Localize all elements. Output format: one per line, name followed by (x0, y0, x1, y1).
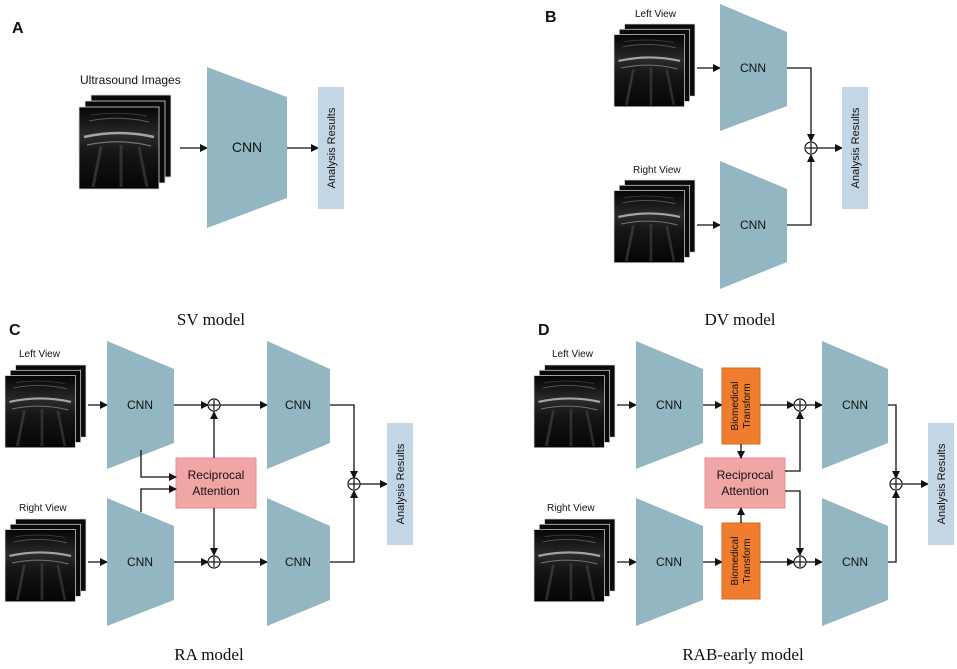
left-view-label: Left View (19, 349, 61, 360)
cnn-label: CNN (232, 139, 262, 155)
panel-c-caption: RA model (174, 645, 244, 664)
cnn-block-1 (107, 341, 174, 469)
panel-d-letter: D (538, 322, 550, 339)
left-view-label: Left View (635, 9, 677, 20)
panel-d: D Left View CNN Biomedical Transform CNN… (534, 322, 954, 664)
cnn-block-2 (636, 498, 703, 626)
panel-a: A Ultrasound Images CNN Analysis Results… (12, 20, 344, 329)
input-label: Ultrasound Images (80, 73, 181, 87)
left-ultrasound-stack (534, 365, 615, 448)
panel-c: C Left View CNN CNN Right View CNN CNN R… (5, 322, 413, 664)
cnn-block-top (720, 4, 787, 131)
cnn-2-label: CNN (656, 555, 682, 569)
connector-bottom (787, 154, 815, 226)
analysis-results-label: Analysis Results (850, 107, 862, 188)
panel-b-caption: DV model (705, 310, 776, 329)
bio-bottom-line1: Biomedical (730, 537, 741, 586)
cnn-3-label: CNN (842, 398, 868, 412)
right-ultrasound-stack (614, 180, 695, 263)
cnn-4-label: CNN (842, 555, 868, 569)
right-ultrasound-stack (534, 519, 615, 602)
bio-bottom-line2: Transform (742, 538, 753, 583)
ultrasound-image-stack (79, 95, 171, 189)
connector (330, 404, 358, 479)
left-view-label: Left View (552, 349, 594, 360)
cnn-bottom-label: CNN (740, 218, 766, 232)
add-node-merge (889, 477, 903, 491)
cnn-block-1 (636, 341, 703, 469)
add-node-merge (347, 477, 361, 491)
connector (140, 485, 177, 512)
attention-label-line2: Attention (721, 484, 768, 498)
right-view-label: Right View (19, 503, 67, 514)
cnn-4-label: CNN (285, 555, 311, 569)
connector (888, 404, 900, 479)
analysis-results-label: Analysis Results (936, 443, 948, 524)
panel-a-letter: A (12, 20, 24, 37)
cnn-block-bottom (720, 161, 787, 289)
add-node-bottom (207, 555, 221, 569)
attention-label-line1: Reciprocal (717, 468, 774, 482)
connector-top (787, 67, 815, 142)
cnn-1-label: CNN (656, 398, 682, 412)
add-node (804, 141, 818, 155)
add-node-top (207, 398, 221, 412)
cnn-block-3 (267, 341, 330, 469)
bio-top-line1: Biomedical (730, 382, 741, 431)
connector (785, 411, 804, 472)
analysis-results-label: Analysis Results (326, 107, 338, 188)
add-node-top (793, 398, 807, 412)
biomedical-transform-box-top (721, 367, 761, 445)
cnn-block-3 (822, 341, 888, 469)
connector (330, 490, 358, 563)
attention-label-line2: Attention (192, 484, 239, 498)
right-ultrasound-stack (5, 519, 86, 602)
cnn-2-label: CNN (127, 555, 153, 569)
panel-a-caption: SV model (177, 310, 245, 329)
panel-c-letter: C (9, 322, 21, 339)
left-ultrasound-stack (614, 24, 695, 107)
panel-b-letter: B (545, 9, 557, 26)
cnn-1-label: CNN (127, 398, 153, 412)
analysis-results-box (387, 423, 413, 545)
panel-d-caption: RAB-early model (682, 645, 804, 664)
cnn-top-label: CNN (740, 61, 766, 75)
attention-label-line1: Reciprocal (188, 468, 245, 482)
cnn-block-4 (267, 498, 330, 626)
right-view-label: Right View (547, 503, 595, 514)
reciprocal-attention-box (704, 457, 786, 509)
cnn-3-label: CNN (285, 398, 311, 412)
cnn-block-2 (107, 498, 174, 626)
reciprocal-attention-box (175, 457, 257, 509)
panel-b: B Left View CNN Right View CNN Analysis … (545, 4, 868, 329)
analysis-results-box (928, 423, 954, 545)
right-view-label: Right View (633, 165, 681, 176)
add-node-bottom (793, 555, 807, 569)
cnn-block-4 (822, 498, 888, 626)
biomedical-transform-box-bottom (721, 522, 761, 600)
analysis-results-box (318, 87, 344, 209)
analysis-results-label: Analysis Results (395, 443, 407, 524)
connector (785, 490, 804, 556)
connector (140, 450, 177, 481)
cnn-block (207, 67, 287, 228)
left-ultrasound-stack (5, 365, 86, 448)
analysis-results-box (842, 87, 868, 209)
connector (888, 490, 900, 563)
bio-top-line2: Transform (742, 383, 753, 428)
